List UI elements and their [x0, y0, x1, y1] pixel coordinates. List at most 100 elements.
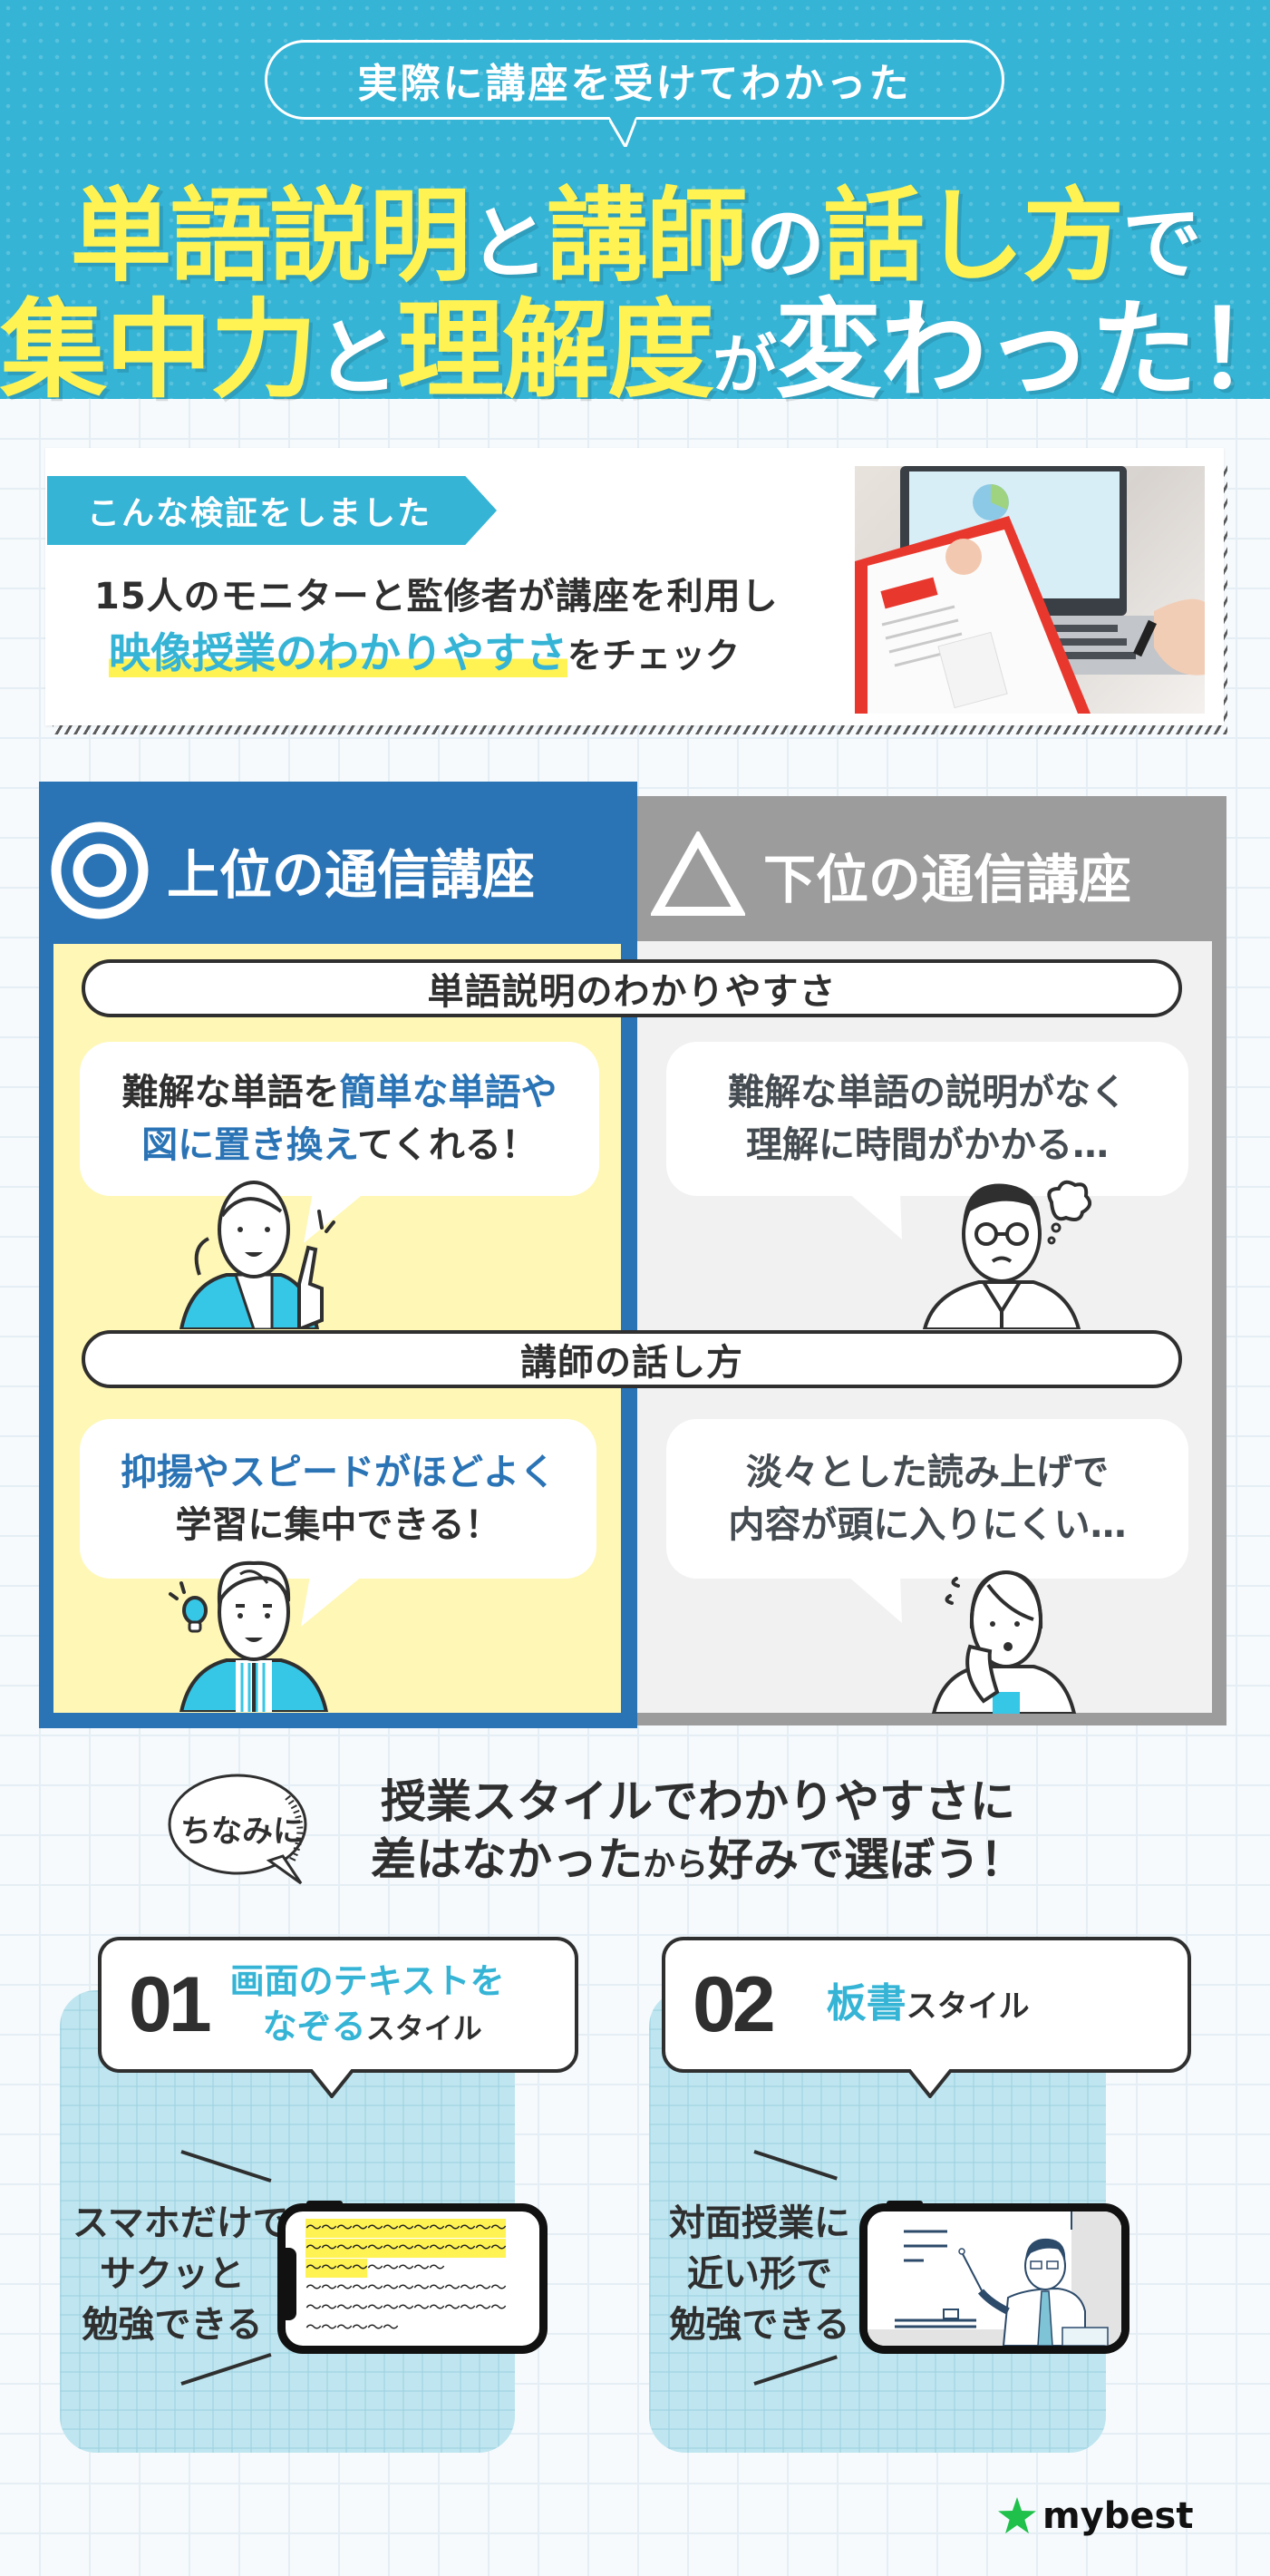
- headline-word: 理解度: [397, 287, 714, 413]
- desc-line: サクッと: [100, 2253, 245, 2295]
- double-circle-icon: [51, 821, 149, 919]
- headline-line-1: 単語説明と講師の話し方で: [0, 154, 1270, 301]
- verification-description: 15人のモニターと監修者が講座を利用し: [94, 576, 779, 617]
- desc-line: 対面授業に: [669, 2202, 850, 2244]
- plain-text: ～～～～～～～～～～～～～: [305, 2279, 507, 2298]
- style-description: 対面授業に 近い形で 勉強できる: [660, 2198, 859, 2350]
- man-lightbulb-illustration-icon: [169, 1560, 329, 1712]
- comment-line: 内容が頭に入りにくい…: [728, 1504, 1127, 1546]
- chinami-label: ちなみに: [180, 1813, 304, 1850]
- headline-word: 講師: [546, 178, 748, 296]
- conclusion-part: 差はなかった: [370, 1833, 643, 1886]
- photo-illustration-icon: [855, 466, 1205, 714]
- speech-tail-icon: [908, 2069, 952, 2098]
- conclusion-text: 授業スタイルでわかりやすさに 差はなかったから好みで選ぼう！: [354, 1773, 1042, 1894]
- top-comment-bubble: 難解な単語を簡単な単語や 図に置き換えてくれる！: [80, 1042, 599, 1196]
- verification-highlight: 映像授業のわかりやすさをチェック: [109, 620, 740, 680]
- headline-particle: の: [745, 198, 825, 290]
- headline-particle: と: [315, 310, 399, 407]
- headline-word: 単語説明: [70, 178, 470, 296]
- style-description: スマホだけで サクッと 勉強できる: [73, 2198, 289, 2350]
- style-title-rest: スタイル: [365, 2011, 482, 2046]
- headline-word: 話し方: [823, 178, 1124, 296]
- comment-line: 理解に時間がかかる…: [746, 1124, 1109, 1166]
- comment-line: 淡々とした読み上げで: [746, 1452, 1109, 1493]
- phone-notch: [286, 2248, 296, 2320]
- verification-tag: こんな検証をしました: [47, 476, 497, 545]
- verification-emphasis: 映像授業のわかりやすさ: [109, 628, 567, 677]
- man-glasses-thinking-illustration-icon: [922, 1180, 1092, 1329]
- style-title-accent: なぞる: [262, 2007, 366, 2046]
- style-title: 板書スタイル: [827, 1980, 1030, 2029]
- category-label: 単語説明のわかりやすさ: [427, 971, 837, 1013]
- comment-text: 学習に集中できる！: [175, 1504, 501, 1546]
- low-comment-bubble: 難解な単語の説明がなく 理解に時間がかかる…: [666, 1042, 1188, 1196]
- low-course-title: 下位の通信講座: [763, 849, 1132, 910]
- category-pill-word-explanation: 単語説明のわかりやすさ: [82, 959, 1182, 1017]
- wave-line: ～～～～～～～～～～～～～: [305, 2239, 507, 2259]
- highlighted-text: ～～～～: [305, 2259, 368, 2278]
- speech-tail-icon: [609, 116, 636, 147]
- conclusion-part: 好みで選ぼう！: [708, 1833, 1025, 1886]
- speech-tail-icon: [848, 1576, 902, 1623]
- comment-text-emphasis: 図に置き換え: [141, 1124, 358, 1166]
- style-title-accent: 画面のテキストを: [229, 1961, 505, 2001]
- comment-line: 図に置き換えてくれる！: [141, 1119, 538, 1171]
- comment-line: 抑揚やスピードがほどよく: [121, 1446, 556, 1499]
- brand-name: mybest: [1042, 2495, 1194, 2537]
- low-course-header: 下位の通信講座: [651, 821, 1131, 929]
- highlighted-text: ～～～～～～～～～～～～～: [305, 2239, 507, 2258]
- subtitle-text: 実際に講座を受けてわかった: [357, 61, 912, 107]
- category-label: 講師の話し方: [520, 1342, 743, 1384]
- low-comment-bubble: 淡々とした読み上げで 内容が頭に入りにくい…: [666, 1419, 1188, 1579]
- style-label-02: 02 板書スタイル: [662, 1937, 1191, 2073]
- style-number: 01: [129, 1960, 212, 2048]
- conclusion-line-2: 差はなかったから好みで選ぼう！: [354, 1831, 1042, 1894]
- top-course-title: 上位の通信講座: [167, 844, 536, 906]
- smartphone-text-screen: ～～～～～～～～～～～～～ ～～～～～～～～～～～～～ ～～～～～～～～～ ～～…: [277, 2203, 548, 2354]
- comment-text-emphasis: 簡単な単語や: [339, 1072, 557, 1113]
- highlighted-text: ～～～～～～～～～～～～～: [305, 2219, 507, 2238]
- speech-tail-icon: [310, 2069, 354, 2098]
- headline-particle: が: [713, 327, 777, 403]
- comment-text-emphasis: 抑揚やスピードがほどよく: [121, 1452, 556, 1493]
- desc-line: スマホだけで: [73, 2202, 289, 2244]
- style-label-01: 01 画面のテキストを なぞるスタイル: [98, 1937, 578, 2073]
- style-title-rest: スタイル: [906, 1988, 1030, 2025]
- conclusion-part-small: から: [642, 1846, 708, 1883]
- text-lines: ～～～～～～～～～～～～～ ～～～～～～～～～～～～～ ～～～～～～～～～ ～～…: [305, 2219, 507, 2338]
- laptop-textbook-photo: [855, 466, 1205, 714]
- triangle-icon: [651, 831, 745, 919]
- speech-tail-icon: [848, 1192, 902, 1239]
- plain-text: ～～～～～～～～～～～～～: [305, 2299, 507, 2318]
- style-title: 画面のテキストを なぞるスタイル: [230, 1959, 505, 2051]
- desc-line: 勉強できる: [669, 2304, 850, 2346]
- subtitle-pill: 実際に講座を受けてわかった: [265, 40, 1004, 120]
- chinami-speech-bubble-icon: [168, 1774, 307, 1885]
- headline-particle: で: [1122, 198, 1201, 290]
- conclusion-line-1: 授業スタイルでわかりやすさに: [381, 1775, 1015, 1828]
- plain-text: ～～～～～～: [305, 2318, 399, 2338]
- category-pill-speaking-style: 講師の話し方: [82, 1330, 1182, 1388]
- wave-line: ～～～～～～: [305, 2318, 506, 2338]
- wave-line: ～～～～～～～～～～～～～: [305, 2219, 507, 2239]
- style-number: 02: [693, 1960, 776, 2048]
- comment-line: 難解な単語の説明がなく: [728, 1072, 1127, 1113]
- comment-text: 難解な単語を: [121, 1072, 340, 1113]
- desc-line: 勉強できる: [82, 2304, 263, 2346]
- wave-line: ～～～～～～～～～～～～～: [305, 2279, 507, 2299]
- speech-tail-icon: [304, 1192, 365, 1243]
- smartphone-lecture-screen: [859, 2203, 1129, 2354]
- star-icon: [998, 2497, 1036, 2534]
- worried-woman-illustration-icon: [931, 1570, 1077, 1714]
- teacher-whiteboard-illustration-icon: [868, 2211, 1121, 2346]
- woman-pointing-illustration-icon: [179, 1181, 335, 1329]
- speech-tail-icon: [301, 1576, 363, 1627]
- wave-line: ～～～～～～～～～: [305, 2259, 506, 2279]
- verification-rest: をチェック: [567, 636, 741, 676]
- comment-text: てくれる！: [357, 1124, 538, 1166]
- headline-particle: と: [469, 198, 548, 290]
- comment-line: 難解な単語を簡単な単語や: [122, 1066, 557, 1119]
- desc-line: 近い形で: [687, 2253, 832, 2295]
- top-comment-bubble: 抑揚やスピードがほどよく 学習に集中できる！: [80, 1419, 596, 1579]
